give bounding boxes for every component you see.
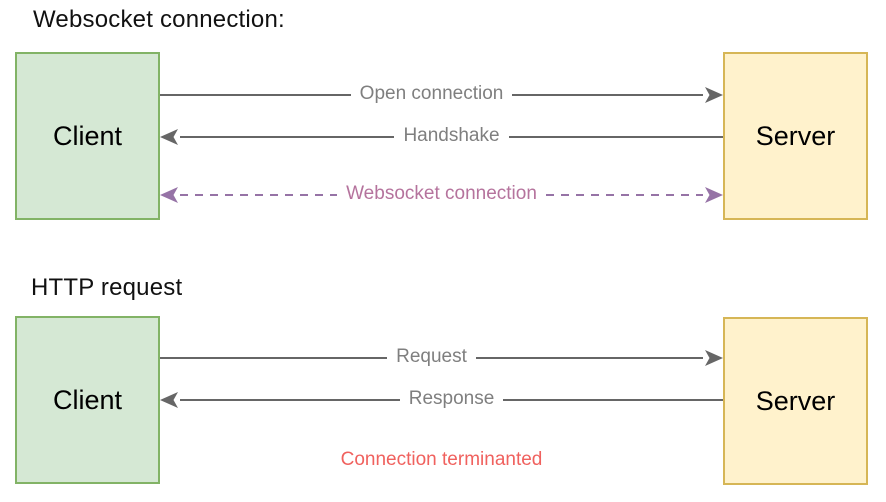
arrow-line bbox=[180, 193, 338, 197]
http-server-label: Server bbox=[755, 385, 836, 416]
arrow-line bbox=[180, 398, 400, 402]
websocket-connection-arrow: Websocket connection bbox=[160, 183, 724, 204]
arrowhead-left-icon bbox=[160, 187, 178, 203]
websocket-server-label: Server bbox=[755, 120, 836, 151]
arrow-line bbox=[508, 135, 723, 139]
websocket-client-box: Client bbox=[15, 52, 160, 220]
arrowhead-left-icon bbox=[160, 392, 178, 408]
http-client-label: Client bbox=[52, 384, 123, 415]
arrow-line bbox=[475, 356, 703, 360]
websocket-connection-arrow-label: Websocket connection bbox=[346, 183, 537, 204]
request-arrow-label: Request bbox=[396, 346, 467, 367]
arrowhead-right-icon bbox=[705, 87, 724, 103]
arrowhead-right-icon bbox=[705, 187, 724, 203]
arrow-line bbox=[512, 93, 704, 97]
connection-terminated-note: Connection terminanted bbox=[340, 449, 543, 470]
request-arrow: Request bbox=[160, 346, 723, 367]
http-server-box: Server bbox=[723, 317, 868, 485]
arrowhead-right-icon bbox=[705, 350, 723, 366]
http-client-box: Client bbox=[15, 316, 160, 484]
response-arrow-label: Response bbox=[408, 388, 495, 409]
arrow-line bbox=[160, 356, 388, 360]
arrow-line bbox=[545, 193, 704, 197]
arrowhead-left-icon bbox=[160, 129, 178, 145]
response-arrow: Response bbox=[160, 388, 723, 409]
arrow-line bbox=[503, 398, 723, 402]
open-connection-arrow: Open connection bbox=[160, 83, 724, 104]
http-section-title: HTTP request bbox=[31, 274, 183, 301]
websocket-section-title: Websocket connection: bbox=[33, 6, 285, 33]
open-connection-arrow-label: Open connection bbox=[359, 83, 504, 104]
handshake-arrow: Handshake bbox=[160, 125, 723, 146]
websocket-client-label: Client bbox=[52, 120, 123, 151]
handshake-arrow-label: Handshake bbox=[403, 125, 500, 146]
arrow-line bbox=[180, 135, 395, 139]
arrow-line bbox=[160, 93, 351, 97]
websocket-server-box: Server bbox=[723, 52, 868, 220]
